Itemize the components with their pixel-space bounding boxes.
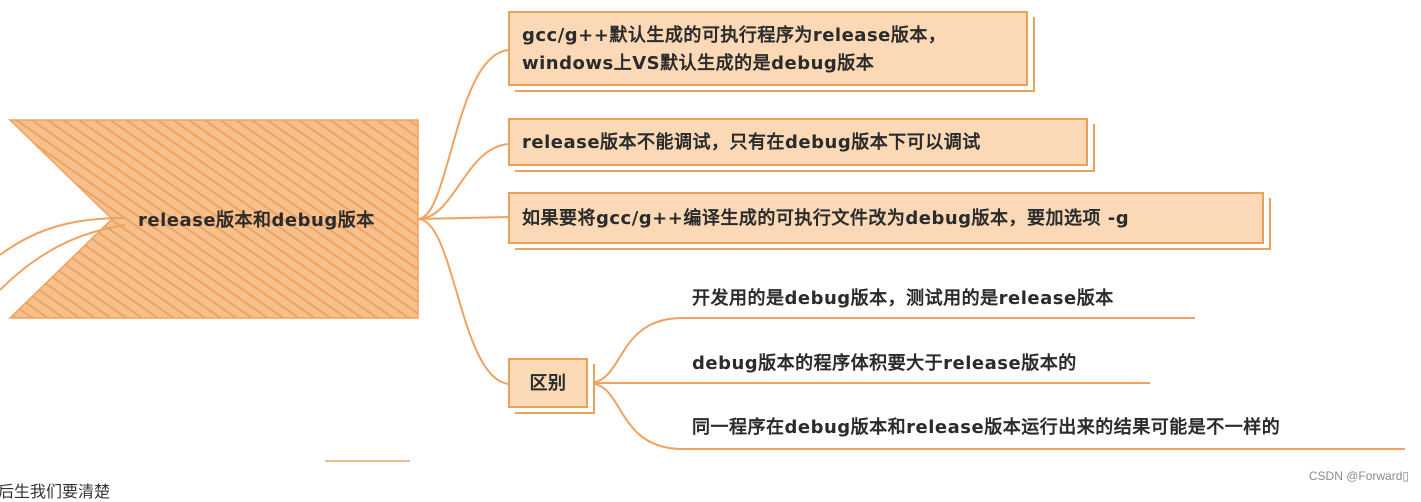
branch-connectors	[417, 49, 511, 385]
incoming-connector	[0, 217, 126, 256]
incoming-connector	[0, 224, 126, 291]
mindmap-canvas	[0, 49, 1405, 462]
leaf-connectors	[587, 317, 1405, 450]
root-ribbon	[8, 119, 419, 319]
difference-leaf: 开发用的是debug版本，测试用的是release版本	[692, 288, 1114, 309]
branch-node-g-option: 如果要将gcc/g++编译生成的可执行文件改为debug版本，要加选项 -g	[508, 192, 1264, 244]
branch-text: release版本不能调试，只有在debug版本下可以调试	[522, 132, 981, 153]
branch-text: gcc/g++默认生成的可执行程序为release版本， windows上VS默…	[522, 25, 947, 74]
root-label: release版本和debug版本	[138, 210, 375, 231]
branch-text: 如果要将gcc/g++编译生成的可执行文件改为debug版本，要加选项 -g	[522, 208, 1130, 229]
watermark: CSDN @Forward▯	[1308, 469, 1409, 483]
branch-node-debuggable: release版本不能调试，只有在debug版本下可以调试	[508, 118, 1088, 166]
branch-node-differences: 区别	[508, 358, 588, 408]
difference-leaf: 同一程序在debug版本和release版本运行出来的结果可能是不一样的	[692, 417, 1281, 438]
cut-off-text: 后生我们要清楚	[0, 482, 111, 501]
difference-leaf: debug版本的程序体积要大于release版本的	[692, 353, 1077, 374]
branch-text: 区别	[529, 373, 567, 394]
branch-node-default-builds: gcc/g++默认生成的可执行程序为release版本， windows上VS默…	[508, 11, 1028, 86]
